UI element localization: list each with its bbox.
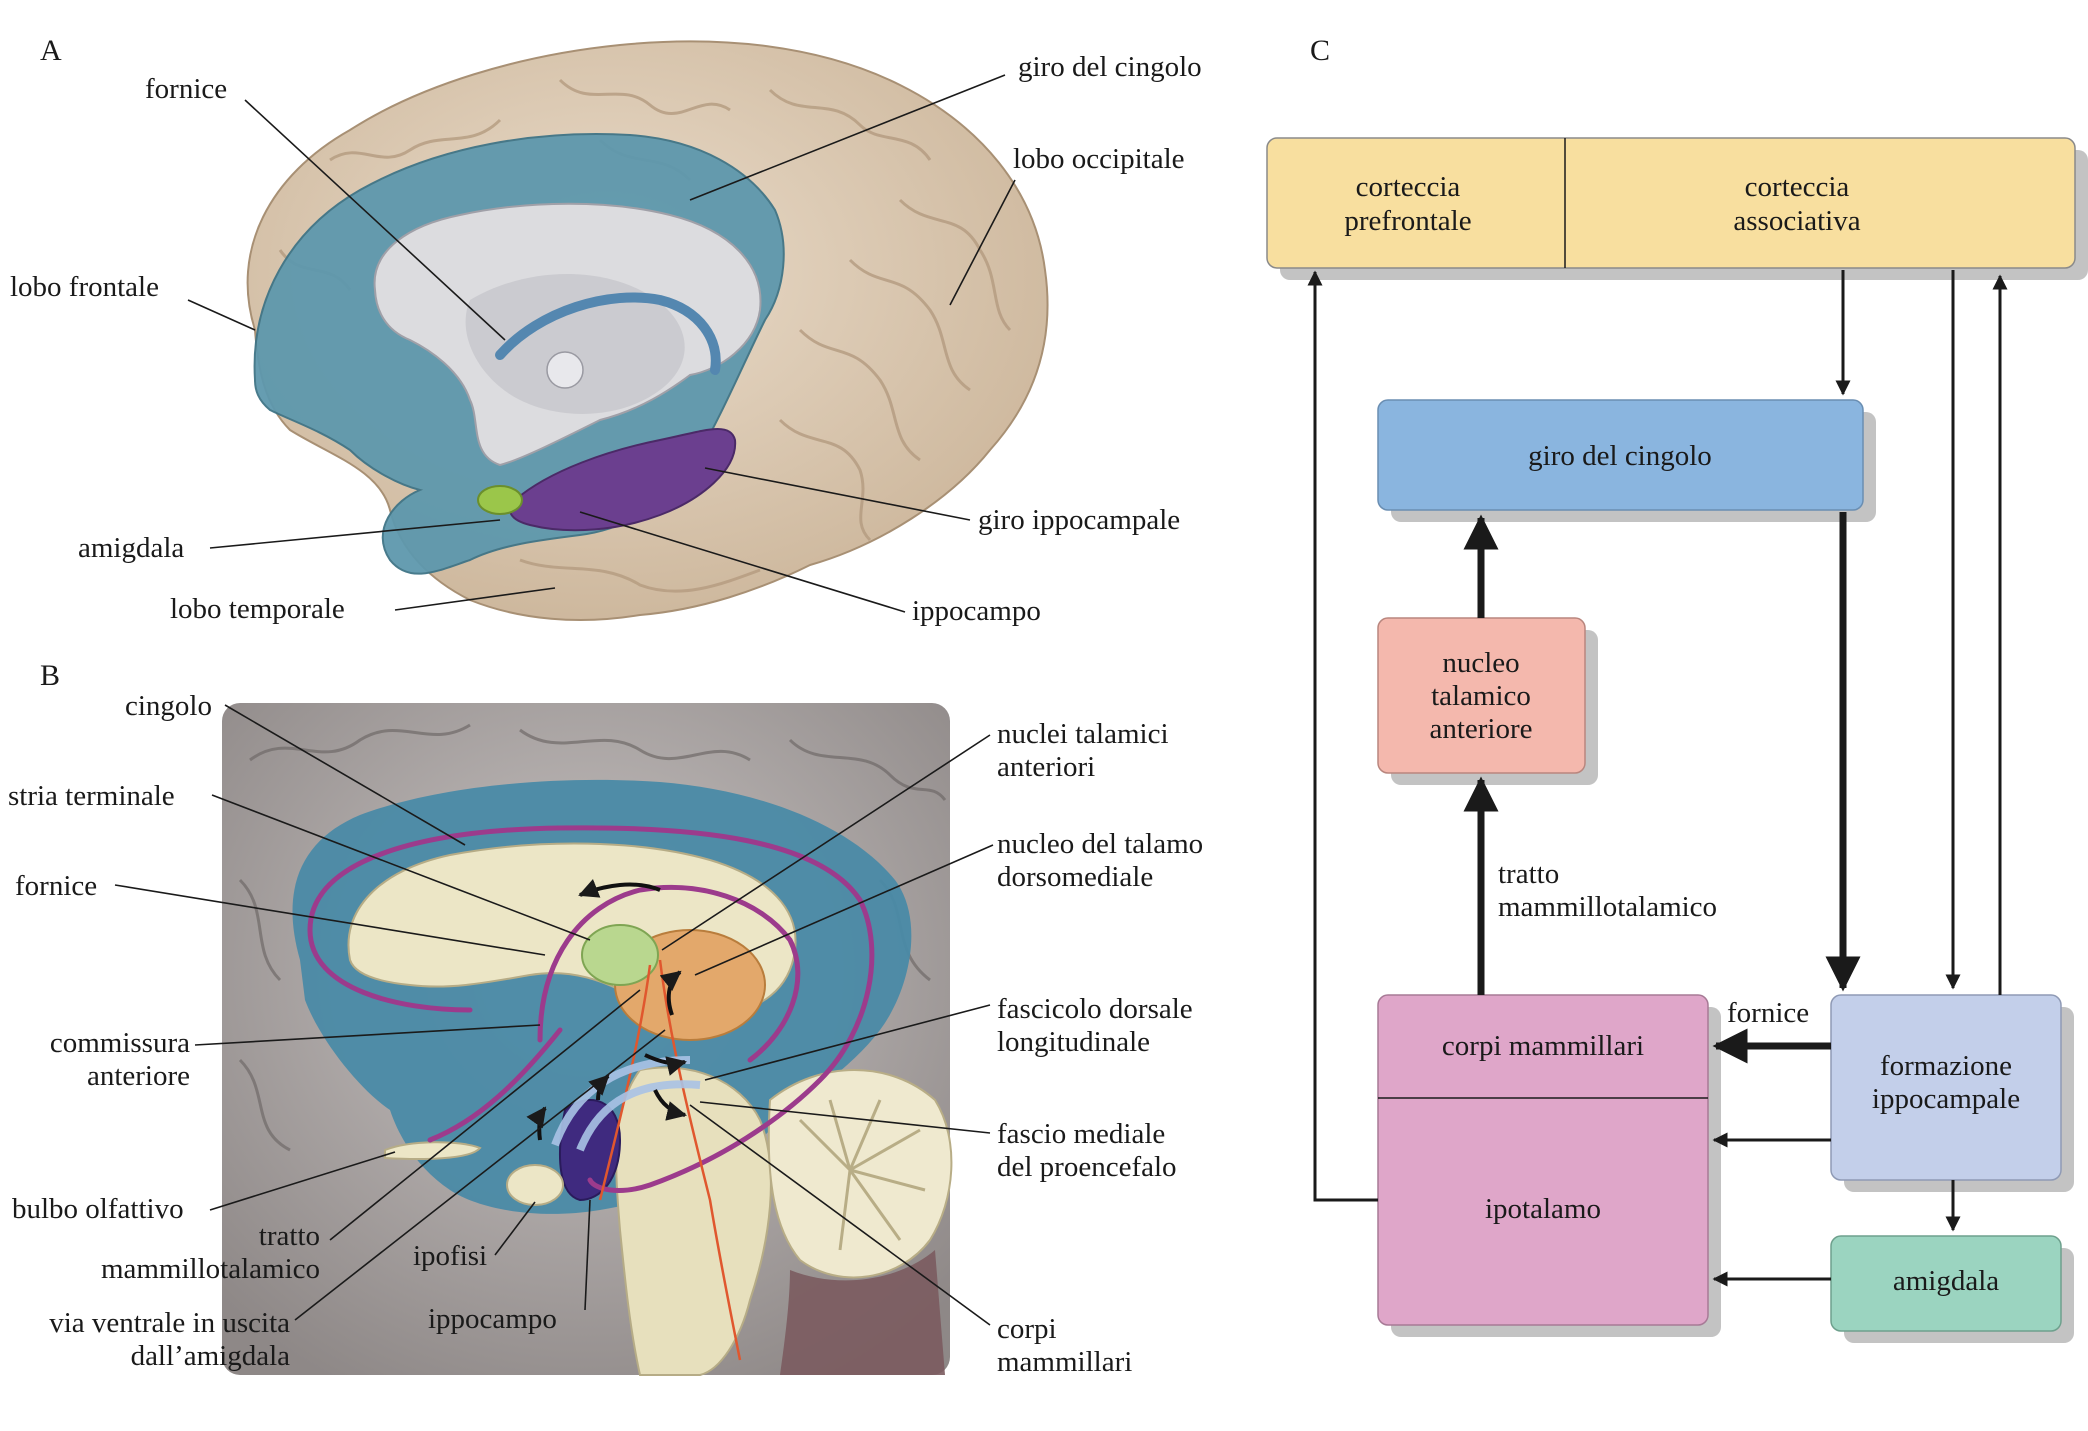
label-b-via-ventrale-1: via ventrale in uscita	[49, 1307, 290, 1339]
pituitary	[506, 1164, 564, 1206]
label-b-commissura-1: commissura	[50, 1027, 190, 1059]
label-c-tratto-1: tratto	[1498, 858, 1559, 890]
amygdala	[477, 485, 523, 515]
panel-b: B	[8, 659, 1203, 1378]
box-corteccia	[1266, 137, 2088, 280]
label-b-nuclei-talamici-2: anteriori	[997, 751, 1095, 783]
box-nucleo-talamico	[1377, 617, 1598, 785]
panel-b-leaders	[114, 704, 994, 1326]
label-b-fascicolo-1: fascicolo dorsale	[997, 993, 1193, 1025]
anterior-thalamic-nucleus	[581, 924, 659, 986]
arbor-vitae	[798, 1099, 926, 1251]
box-corpi-ipotalamo	[1377, 994, 1721, 1337]
cortex-gyri	[238, 723, 947, 1152]
box-text-ipotalamo: ipotalamo	[1485, 1193, 1601, 1225]
orange-fibers	[598, 959, 742, 1361]
box-giro-cingolo	[1377, 399, 1876, 522]
box-amigdala	[1830, 1235, 2074, 1343]
label-b-corpi-1: corpi	[997, 1313, 1057, 1345]
label-a-lobo-temporale: lobo temporale	[170, 593, 345, 625]
label-b-nuclei-talamici-1: nuclei talamici	[997, 718, 1169, 750]
box-text-corpi-mammillari: corpi mammillari	[1442, 1030, 1644, 1062]
label-b-nucleo-talamo-1: nucleo del talamo	[997, 828, 1203, 860]
box-text-formazione-1: formazione	[1880, 1050, 2012, 1082]
box-text-corteccia-associativa-2: associativa	[1733, 205, 1860, 237]
label-a-lobo-occipitale: lobo occipitale	[1013, 143, 1185, 175]
box-text-nucleo-talamico-3: anteriore	[1429, 713, 1532, 745]
panel-c-letter: C	[1310, 34, 1330, 67]
label-b-via-ventrale-2: dall’amigdala	[131, 1340, 291, 1372]
box-text-corteccia-associativa-1: corteccia	[1745, 171, 1850, 203]
panel-a-leaders	[187, 74, 1016, 613]
olfactory-bulb	[384, 1141, 482, 1160]
cerebellum-lower	[780, 1250, 945, 1375]
label-a-amigdala: amigdala	[78, 532, 184, 564]
interthalamic-adhesion	[546, 351, 584, 389]
label-b-tratto-2: mammillotalamico	[101, 1253, 320, 1285]
label-b-fascicolo-2: longitudinale	[997, 1026, 1150, 1058]
tracts	[307, 825, 875, 1193]
label-c-tratto-2: mammillotalamico	[1498, 891, 1717, 923]
box-text-formazione-2: ippocampale	[1872, 1083, 2020, 1115]
label-b-ipofisi: ipofisi	[413, 1240, 487, 1272]
panel-c: C corteccia prefrontale corteccia associ…	[1266, 34, 2088, 1343]
label-b-bulbo-olfattivo: bulbo olfattivo	[12, 1193, 184, 1225]
label-a-ippocampo: ippocampo	[912, 595, 1041, 627]
box-text-giro-cingolo: giro del cingolo	[1528, 440, 1712, 472]
label-a-lobo-frontale: lobo frontale	[10, 271, 159, 303]
label-b-ippocampo: ippocampo	[428, 1303, 557, 1335]
hippocampus	[509, 428, 737, 532]
label-b-stria-terminale: stria terminale	[8, 780, 175, 812]
brain-medial-view-illustration	[246, 40, 1049, 621]
label-a-fornice: fornice	[145, 73, 227, 105]
label-b-fascio-2: del proencefalo	[997, 1151, 1177, 1183]
label-b-fascio-1: fascio mediale	[997, 1118, 1165, 1150]
label-b-tratto-1: tratto	[259, 1220, 320, 1252]
panel-a-letter: A	[40, 34, 62, 67]
fornix-arc	[495, 292, 721, 375]
panel-c-arrows	[1307, 270, 2008, 1287]
label-b-nucleo-talamo-2: dorsomediale	[997, 861, 1153, 893]
arrow-ipotalamo-to-prefrontale	[1307, 270, 1378, 1202]
box-text-amigdala: amigdala	[1893, 1265, 1999, 1297]
label-b-corpi-2: mammillari	[997, 1346, 1132, 1378]
label-b-fornice: fornice	[15, 870, 97, 902]
box-text-nucleo-talamico-2: talamico	[1431, 680, 1531, 712]
label-a-giro-cingolo: giro del cingolo	[1018, 51, 1202, 83]
label-a-giro-ippocampale: giro ippocampale	[978, 504, 1180, 536]
box-text-corteccia-prefrontale-2: prefrontale	[1344, 205, 1471, 237]
box-text-corteccia-prefrontale-1: corteccia	[1356, 171, 1461, 203]
box-formazione-ippocampale	[1830, 994, 2074, 1192]
thalamus-shading	[465, 273, 685, 414]
panel-b-letter: B	[40, 659, 60, 692]
label-c-fornice: fornice	[1727, 997, 1809, 1029]
panel-a: A	[10, 34, 1202, 627]
box-text-nucleo-talamico-1: nucleo	[1442, 647, 1519, 679]
flow-arrows	[526, 879, 687, 1141]
label-b-commissura-2: anteriore	[87, 1060, 190, 1092]
label-b-cingolo: cingolo	[125, 690, 212, 722]
